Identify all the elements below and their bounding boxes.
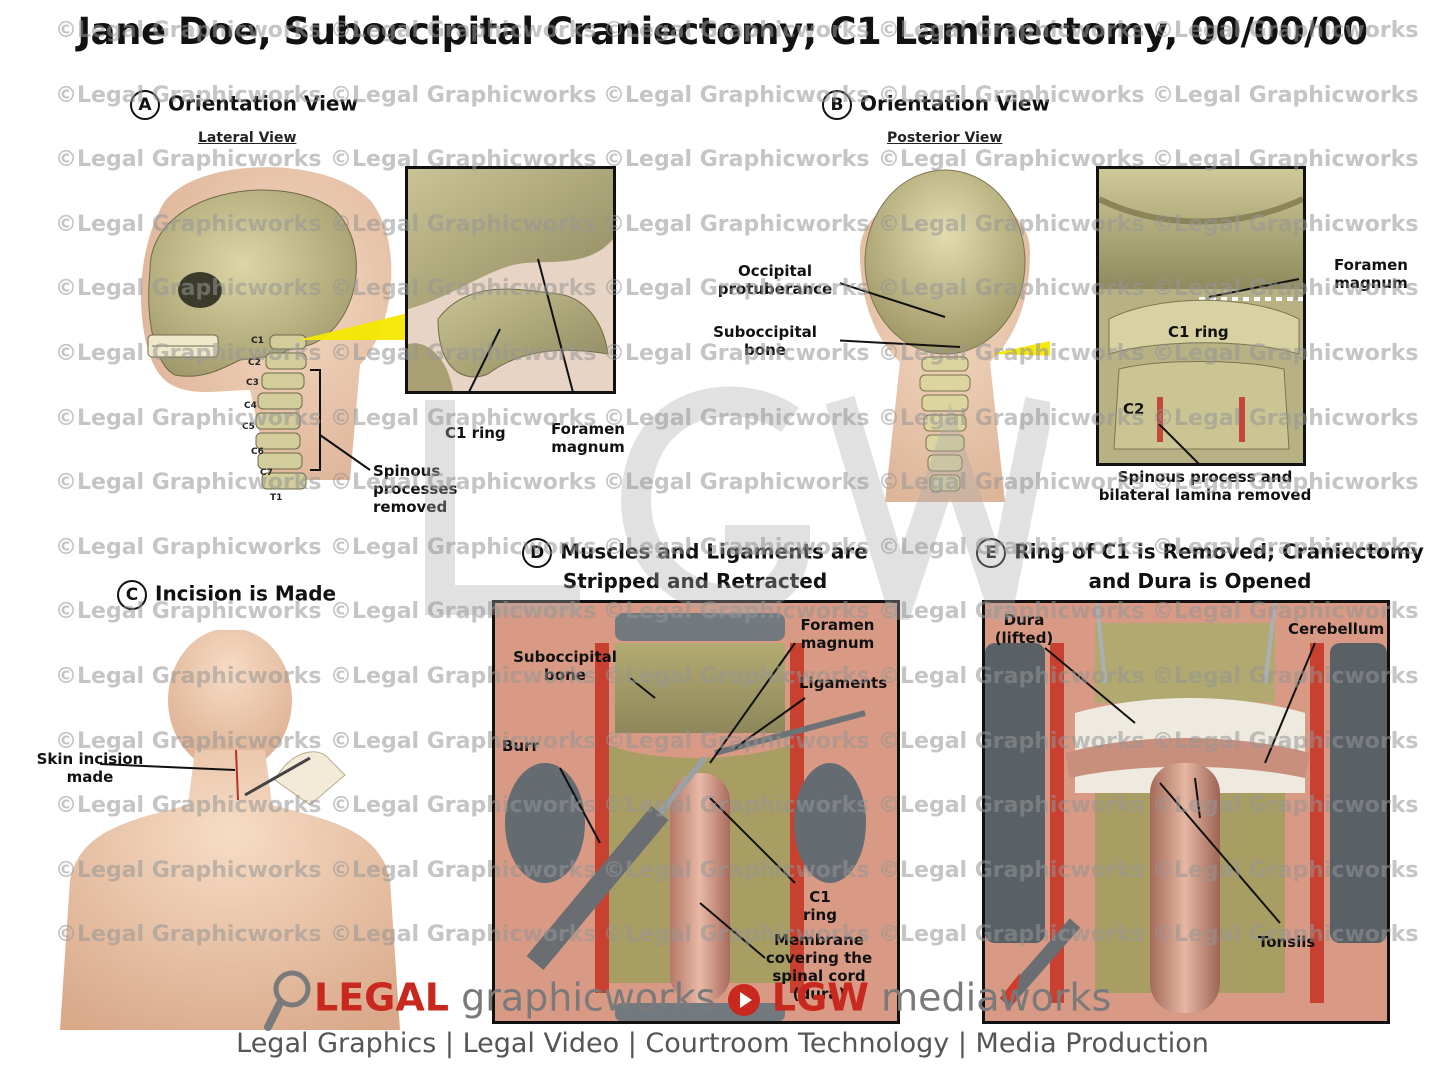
logo-legal: LEGAL xyxy=(314,975,449,1020)
vertebra-label-c7: C7 xyxy=(260,468,273,478)
label-e-dura: Dura (lifted) xyxy=(994,611,1054,647)
panel-b-heading: B Orientation View xyxy=(822,90,1050,120)
panel-a-subtitle: Lateral View xyxy=(198,130,297,146)
logo-lgw: LGW xyxy=(771,975,870,1020)
watermark-text: ©Legal Graphicworks xyxy=(55,534,322,560)
patient-back-illustration xyxy=(60,630,400,1030)
watermark-text: ©Legal Graphicworks xyxy=(330,82,597,108)
panel-c-heading: C Incision is Made xyxy=(117,580,336,610)
label-a-spinous: Spinous processes removed xyxy=(373,462,458,516)
panel-b-subtitle: Posterior View xyxy=(887,130,1003,146)
footer-tagline: Legal Graphics | Legal Video | Courtroom… xyxy=(236,1028,1209,1059)
panel-c-letter: C xyxy=(117,580,147,610)
panel-b-inset xyxy=(1096,166,1306,466)
panel-e-surgical-view xyxy=(982,600,1390,1024)
vertebra-label-c5: C5 xyxy=(242,422,255,432)
vertebra-label-c1: C1 xyxy=(251,336,264,346)
panel-a-inset xyxy=(405,166,616,394)
label-b-suboccipital: Suboccipital bone xyxy=(713,323,817,359)
label-c-skin-incision: Skin incision made xyxy=(36,750,144,786)
panel-a-title: Orientation View xyxy=(168,91,358,116)
panel-c-title: Incision is Made xyxy=(155,581,337,606)
panel-e-title: Ring of C1 is Removed; Craniectomy and D… xyxy=(1014,539,1424,594)
vertebra-label-c6: C6 xyxy=(251,447,264,457)
label-a-foramen-magnum: Foramen magnum xyxy=(551,420,625,456)
panel-d-letter: D xyxy=(522,538,553,568)
label-e-tonsils: Tonsils xyxy=(1258,933,1316,951)
vertebra-label-c4: C4 xyxy=(244,401,257,411)
page-title: Jane Doe, Suboccipital Craniectomy; C1 L… xyxy=(77,10,1368,53)
label-b-c2: C2 xyxy=(1123,400,1145,418)
logo-mediaworks: mediaworks xyxy=(881,975,1112,1020)
label-d-burr: Burr xyxy=(502,737,539,755)
panel-e-letter: E xyxy=(976,538,1007,568)
logo-graphicworks: graphicworks xyxy=(461,975,716,1020)
label-b-c1-ring: C1 ring xyxy=(1168,323,1229,341)
label-a-c1-ring: C1 ring xyxy=(445,424,506,442)
label-d-foramen: Foramen magnum xyxy=(800,616,875,652)
cervical-spine xyxy=(255,334,307,490)
label-d-suboccipital: Suboccipital bone xyxy=(513,648,617,684)
label-d-c1-ring: C1 ring xyxy=(803,888,837,924)
label-d-membrane: Membrane covering the spinal cord (dura) xyxy=(765,931,873,1003)
panel-a-letter: A xyxy=(130,90,160,120)
vertebra-label-t1: T1 xyxy=(270,493,282,503)
label-b-foramen: Foramen magnum xyxy=(1334,256,1408,292)
vertebra-label-c3: C3 xyxy=(246,378,259,388)
watermark-text: ©Legal Graphicworks xyxy=(603,405,870,431)
magnifier-icon xyxy=(264,970,311,1031)
posterior-skull-illustration xyxy=(840,169,1050,502)
panel-a-heading: A Orientation View xyxy=(130,90,358,120)
panel-d-surgical-view xyxy=(492,600,900,1024)
company-logo: LEGAL graphicworks LGW mediaworks xyxy=(262,965,1111,1035)
watermark-text: ©Legal Graphicworks xyxy=(1152,82,1419,108)
label-d-ligaments: Ligaments xyxy=(799,674,888,692)
panel-d-title: Muscles and Ligaments are Stripped and R… xyxy=(560,539,868,594)
watermark-text: ©Legal Graphicworks xyxy=(603,147,870,173)
label-b-occipital: Occipital protuberance xyxy=(717,262,833,298)
lateral-skull-illustration: C1 C2 C3 C4 C5 C6 C7 T1 xyxy=(141,167,420,503)
watermark-text: ©Legal Graphicworks xyxy=(603,211,870,237)
panel-b-title: Orientation View xyxy=(860,91,1050,116)
play-icon xyxy=(727,984,760,1016)
label-b-spinous: Spinous process and bilateral lamina rem… xyxy=(1098,468,1312,504)
label-e-cerebellum: Cerebellum xyxy=(1288,620,1385,638)
watermark-text: ©Legal Graphicworks xyxy=(603,470,870,496)
vertebra-label-c2: C2 xyxy=(248,358,261,368)
panel-b-letter: B xyxy=(822,90,852,120)
